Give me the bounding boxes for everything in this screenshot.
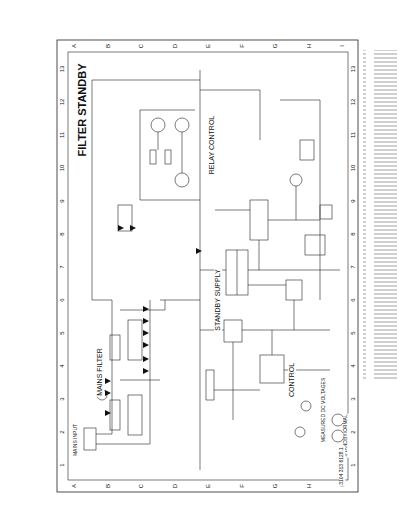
sheet-title: FILTER STANDBY: [76, 62, 88, 157]
grid-number: 7: [350, 264, 357, 269]
grid-number: 9: [350, 198, 357, 203]
grid-number: 4: [59, 363, 66, 368]
grid-letter: I: [339, 44, 346, 48]
note-text: MEASURED DC VOLTAGES: [321, 377, 327, 444]
grid-letter: C: [138, 43, 145, 49]
grid-number: 3: [59, 396, 66, 401]
grid-number: 7: [59, 264, 66, 269]
grid-letter: F: [238, 483, 245, 489]
grid-number: 11: [59, 131, 66, 139]
grid-letter: A: [71, 483, 78, 489]
grid-letter: F: [238, 43, 245, 49]
grid-number: 10: [350, 164, 357, 173]
grid-number: 6: [59, 297, 66, 302]
grid-number: 13: [350, 65, 357, 74]
section-label: RELAY CONTROL: [208, 115, 216, 175]
grid-number: 1: [59, 462, 66, 467]
grid-letter: B: [104, 483, 111, 489]
grid-number: 4: [350, 363, 357, 368]
grid-number: 5: [59, 330, 66, 335]
grid-number: 12: [350, 98, 357, 107]
grid-number: 6: [350, 297, 357, 302]
grid-number: 10: [59, 164, 66, 173]
section-label: STANDBY SUPPLY: [214, 268, 222, 331]
grid-letter: D: [171, 43, 178, 49]
grid-number: 9: [59, 198, 66, 203]
section-label: CONTROL: [288, 362, 296, 398]
drawing-number: 3104 313 6128.1: [339, 446, 345, 486]
grid-letter: B: [104, 43, 111, 49]
grid-number: 11: [350, 131, 357, 139]
grid-letter: E: [205, 483, 212, 489]
grid-number: 5: [350, 330, 357, 335]
grid-letter: H: [305, 483, 312, 489]
grid-number: 2: [350, 429, 357, 434]
grid-letter: A: [71, 43, 78, 49]
grid-number: 8: [350, 231, 357, 236]
grid-letter: D: [171, 483, 178, 489]
grid-letter: G: [272, 43, 279, 50]
section-label: MAINS FILTER: [96, 347, 104, 397]
grid-letter: E: [205, 43, 212, 49]
grid-letter: C: [138, 483, 145, 489]
connector-label: MAINS INPUT: [73, 423, 79, 457]
grid-number: 12: [59, 98, 66, 107]
grid-number: 1: [350, 462, 357, 467]
grid-letter: H: [305, 43, 312, 49]
grid-number: 13: [59, 65, 66, 74]
grid-number: 8: [59, 231, 66, 236]
grid-letter: G: [272, 483, 279, 490]
grid-number: 3: [350, 396, 357, 401]
grid-number: 2: [59, 429, 66, 434]
